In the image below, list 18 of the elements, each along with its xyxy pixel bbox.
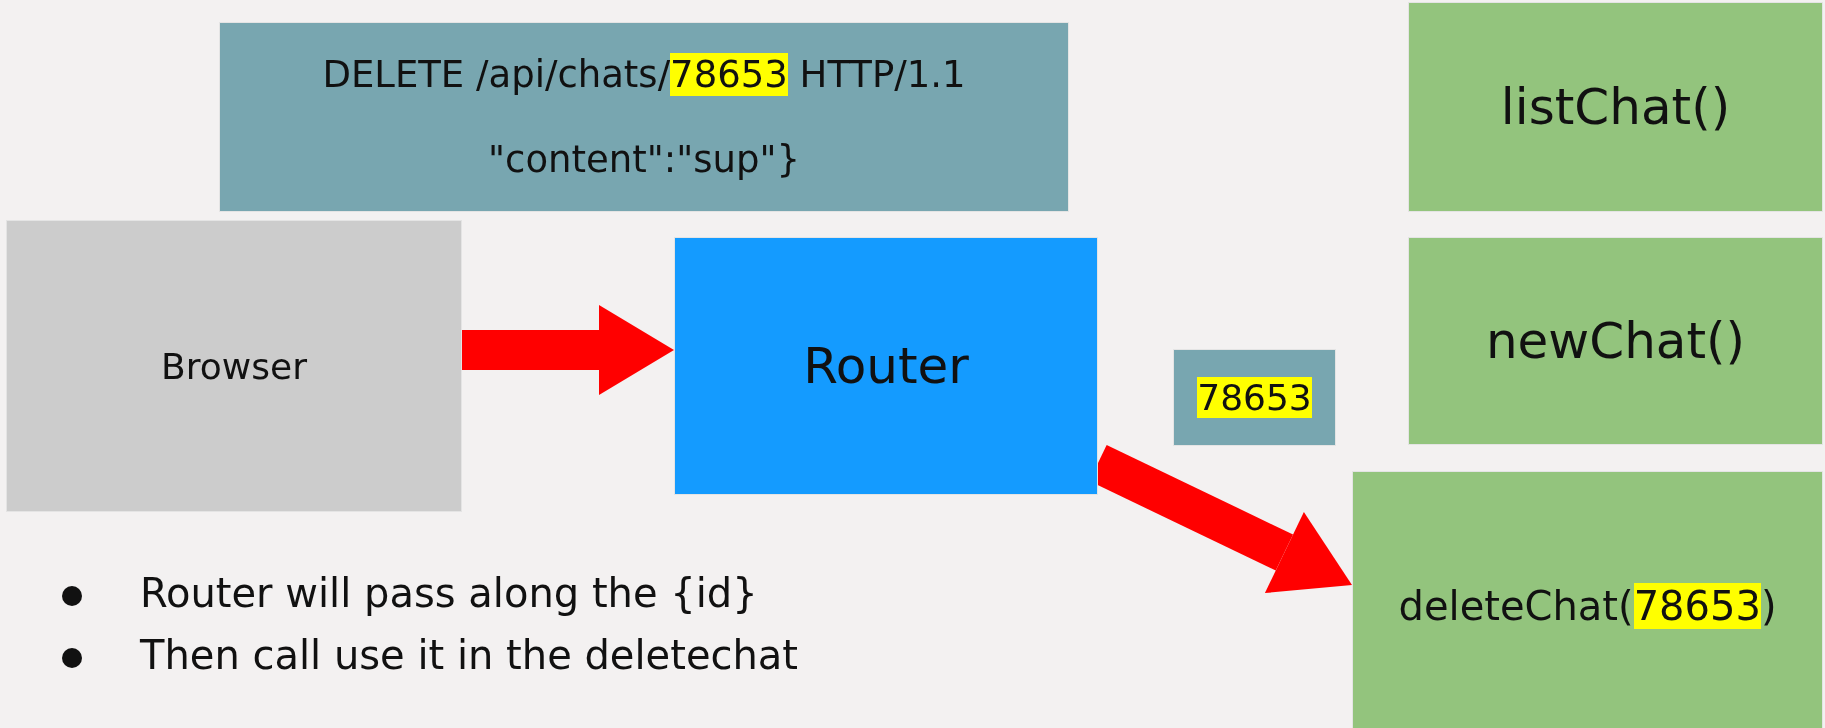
request-box <box>219 22 1069 212</box>
parameter-box <box>1173 349 1336 446</box>
function-box <box>1408 2 1823 212</box>
function-box <box>1352 471 1823 728</box>
node-label: Browser <box>161 345 307 387</box>
node-label: newChat() <box>1485 312 1746 370</box>
node-label: Router <box>803 337 969 395</box>
node-label: listChat() <box>1500 78 1731 136</box>
node-label: DELETE /api/chats/78653 HTTP/1.1 <box>322 53 966 96</box>
node-label: deleteChat(78653) <box>1398 583 1777 629</box>
node-label: "content":"sup"} <box>488 138 800 181</box>
bullet-text: Router will pass along the {id} <box>140 570 758 616</box>
router-box <box>674 237 1098 495</box>
browser-box <box>6 220 462 512</box>
bullet-text: Then call use it in the deletechat <box>140 632 799 678</box>
block-arrow <box>462 305 674 395</box>
node-label: 78653 <box>1197 377 1312 418</box>
function-box <box>1408 237 1823 445</box>
